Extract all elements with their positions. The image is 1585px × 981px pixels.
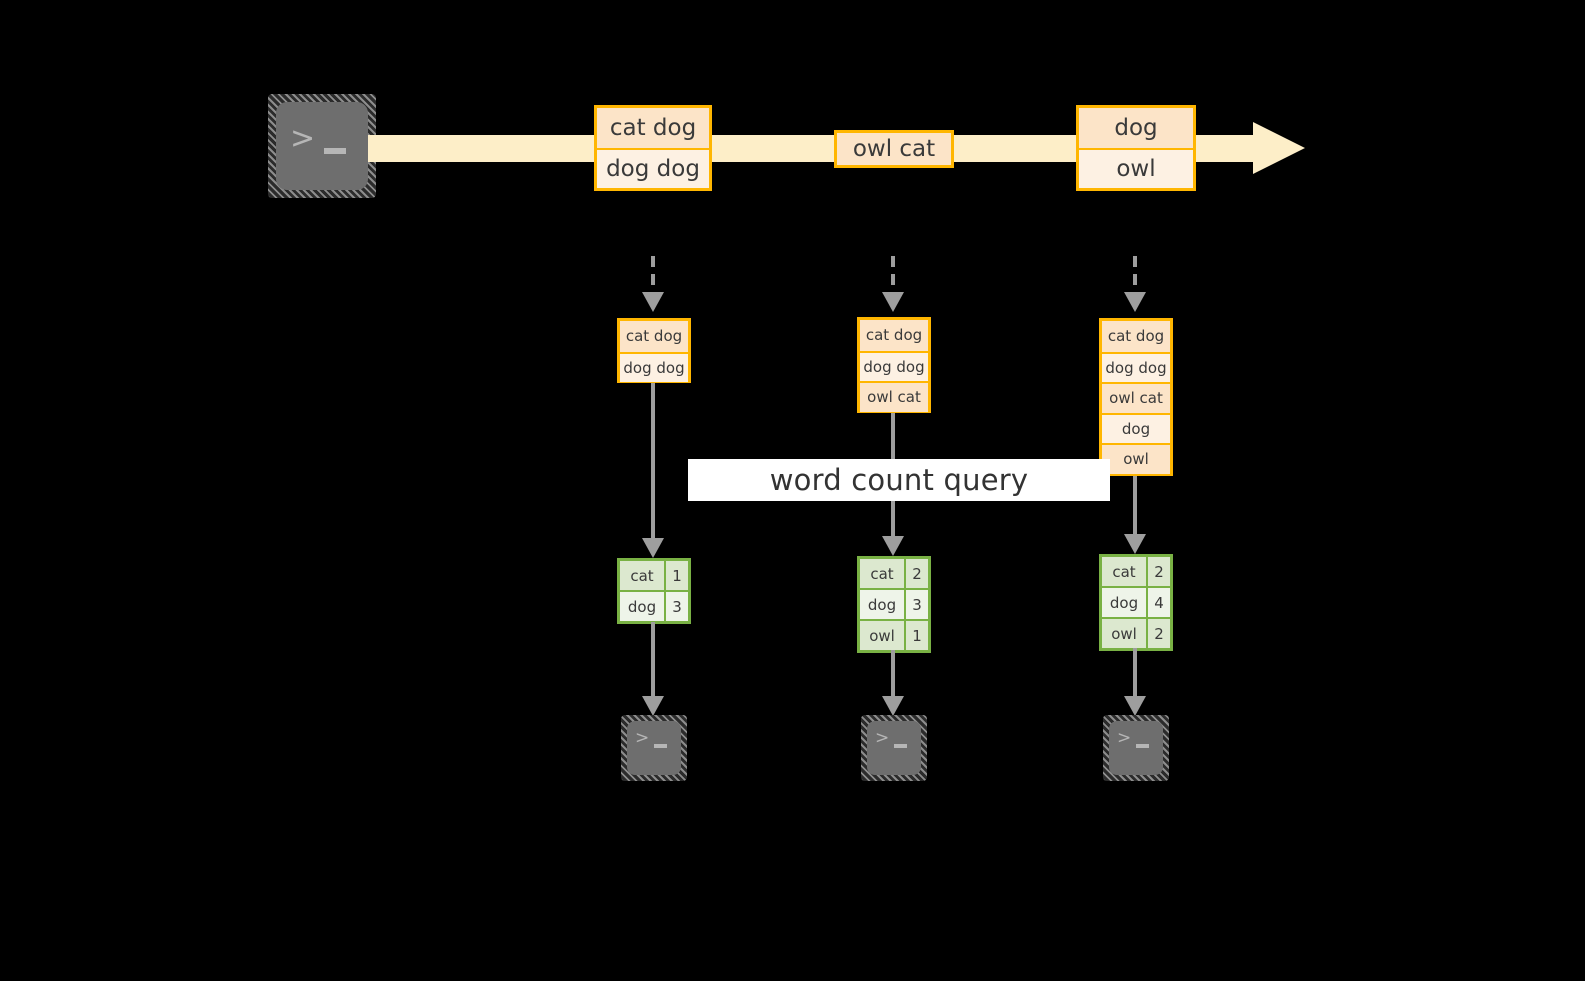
query-connector-arrowhead-icon (1124, 534, 1146, 554)
event-line: dog dog (620, 351, 688, 382)
ingest-connector-arrowhead-icon (882, 292, 904, 312)
event-line: cat dog (620, 321, 688, 352)
sink-terminal-icon: > (861, 715, 927, 781)
terminal-screen: > (867, 721, 921, 775)
result-word-cell: owl (860, 621, 904, 650)
event-line: owl (1079, 148, 1193, 188)
sink-connector (1133, 648, 1137, 696)
ingest-connector-arrowhead-icon (642, 292, 664, 312)
result-word-cell: dog (860, 590, 904, 619)
terminal-cursor-bar (654, 744, 667, 748)
terminal-screen: > (276, 102, 368, 190)
terminal-prompt-chevron: > (290, 121, 316, 156)
terminal-prompt-chevron: > (635, 728, 650, 748)
event-line: owl (1102, 443, 1170, 474)
terminal-cursor-bar (324, 148, 346, 154)
query-label-text: word count query (769, 463, 1029, 497)
query-connector (651, 383, 655, 538)
sink-connector-arrowhead-icon (1124, 696, 1146, 716)
terminal-cursor-bar (894, 744, 907, 748)
result-word-cell: cat (860, 559, 904, 588)
event-line: dog dog (860, 350, 928, 381)
query-label: word count query (688, 459, 1110, 501)
result-word-cell: dog (620, 592, 664, 621)
stream-event-group: owl cat (834, 130, 954, 168)
ingest-connector-dashed (891, 256, 895, 292)
event-line: dog (1079, 108, 1193, 148)
event-line: dog (1102, 412, 1170, 443)
result-count-cell: 2 (1146, 557, 1170, 586)
result-count-cell: 2 (904, 559, 928, 588)
query-connector-arrowhead-icon (882, 536, 904, 556)
event-line: owl cat (1102, 382, 1170, 413)
terminal-prompt-chevron: > (1117, 728, 1132, 748)
sink-connector-arrowhead-icon (642, 696, 664, 716)
result-word-cell: dog (1102, 588, 1146, 617)
event-line: dog dog (1102, 351, 1170, 382)
sink-connector (651, 622, 655, 696)
event-line: dog dog (597, 148, 709, 188)
terminal-prompt-chevron: > (875, 728, 890, 748)
result-word-cell: owl (1102, 619, 1146, 648)
sink-connector-arrowhead-icon (882, 696, 904, 716)
result-count-cell: 3 (904, 590, 928, 619)
result-count-cell: 1 (664, 561, 688, 590)
query-connector (1133, 476, 1137, 534)
result-count-cell: 2 (1146, 619, 1170, 648)
event-line: cat dog (597, 108, 709, 148)
ingest-connector-arrowhead-icon (1124, 292, 1146, 312)
event-line: owl cat (860, 381, 928, 412)
event-line: cat dog (860, 320, 928, 351)
sink-connector (891, 650, 895, 696)
sink-terminal-icon: > (621, 715, 687, 781)
stream-arrowhead-icon (1253, 122, 1305, 174)
query-connector-arrowhead-icon (642, 538, 664, 558)
terminal-cursor-bar (1136, 744, 1149, 748)
result-count-cell: 3 (664, 592, 688, 621)
event-line: owl cat (837, 133, 951, 165)
sink-terminal-icon: > (1103, 715, 1169, 781)
result-count-cell: 4 (1146, 588, 1170, 617)
event-line: cat dog (1102, 321, 1170, 352)
ingest-connector-dashed (651, 256, 655, 292)
ingest-connector-dashed (1133, 256, 1137, 292)
terminal-screen: > (1109, 721, 1163, 775)
result-word-cell: cat (1102, 557, 1146, 586)
result-word-cell: cat (620, 561, 664, 590)
source-terminal-icon: > (268, 94, 376, 198)
terminal-screen: > (627, 721, 681, 775)
result-count-cell: 1 (904, 621, 928, 650)
